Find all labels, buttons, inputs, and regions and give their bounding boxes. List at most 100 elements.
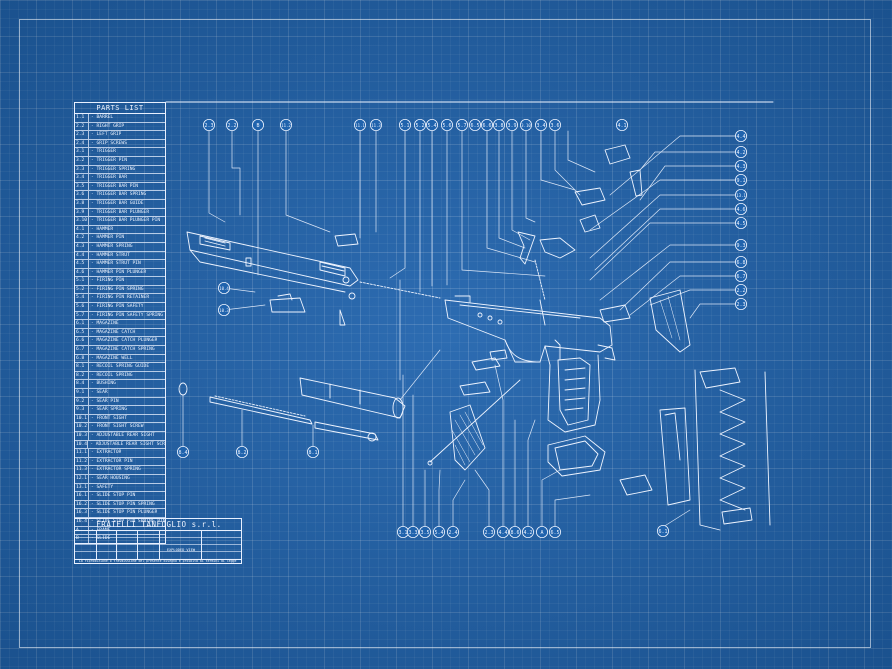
- part-code: 3.5: [75, 182, 89, 191]
- part-description: - MAGAZINE: [91, 321, 119, 327]
- part-code: 10.4: [76, 440, 89, 449]
- part-description: - ADJUSTABLE REAR SIGHT SCREW: [90, 441, 165, 447]
- callout-bubble: 8.2: [235, 445, 248, 458]
- part-code: 6.6: [75, 337, 89, 346]
- part-description: - HAMMER STRUT PIN: [91, 261, 141, 267]
- callout-label: 3.10: [521, 123, 531, 128]
- part-code: 3.10: [76, 217, 89, 225]
- part-description: - TRIGGER BAR PIN: [91, 183, 139, 189]
- callout-label: 4.2: [523, 530, 532, 536]
- parts-list-row: 3.10- TRIGGER BAR PLUNGER PIN: [75, 217, 165, 226]
- parts-list-row: 5.1- FIRING PIN: [75, 277, 165, 286]
- part-code: 8.4: [75, 380, 89, 388]
- callout-label: 4.6: [736, 207, 745, 213]
- callout-label: 6.6: [482, 123, 491, 129]
- part-code: 4.5: [75, 260, 89, 268]
- part-code: 4.1: [75, 225, 89, 234]
- callout-label: 9.3: [736, 243, 745, 249]
- part-code: 6.5: [75, 328, 89, 337]
- callout-label: 10.3: [219, 308, 229, 313]
- parts-list-row: 10.4- ADJUSTABLE REAR SIGHT SCREW: [75, 440, 165, 450]
- part-code: 16.3: [76, 509, 89, 517]
- part-code: 3.3: [75, 165, 89, 174]
- callout-label: 8.4: [178, 450, 187, 456]
- title-block-grid: [75, 530, 241, 560]
- callout-label: 6.1: [658, 529, 667, 535]
- part-description: - GRIP SCREWS: [91, 140, 127, 146]
- callout-bubble: 6.8: [735, 255, 748, 268]
- part-description: - SLIDE STOP PIN PLUNGER: [91, 510, 158, 516]
- callout-bubble: 5.2: [413, 119, 426, 132]
- part-code: 1.1: [75, 114, 89, 122]
- callout-label: A: [540, 530, 543, 536]
- callout-bubble: 5.1: [398, 119, 411, 132]
- callout-bubble: 2.2: [735, 283, 748, 296]
- part-code: 8.2: [75, 371, 89, 380]
- callout-bubble: 4.5: [735, 216, 748, 229]
- callout-label: 5.6: [442, 123, 451, 129]
- callout-label: 5.4: [434, 530, 443, 536]
- callout-label: 2.4: [448, 530, 457, 536]
- parts-list-row: 6.5- MAGAZINE CATCH: [75, 328, 165, 338]
- callout-label: 5.2: [415, 123, 424, 129]
- company-name: FRATELLI TANFOGLIO s.r.l.: [96, 520, 222, 529]
- parts-list-row: 6.1- MAGAZINE: [75, 320, 165, 329]
- part-description: - EXTRACTOR PIN: [91, 458, 133, 464]
- part-code: 5.1: [75, 277, 89, 285]
- view-label: EXPLODED VIEW: [166, 548, 196, 552]
- callout-bubble: 3.9: [505, 119, 518, 132]
- part-code: 3.4: [75, 174, 89, 182]
- callout-label: 4.2: [736, 150, 745, 156]
- part-description: - BARREL: [91, 115, 114, 120]
- part-description: - RECOIL SPRING GUIDE: [91, 364, 150, 370]
- callout-label: 5.4: [427, 123, 436, 129]
- parts-list-row: 4.3- HAMMER SPRING: [75, 242, 165, 252]
- frame-part: [444, 295, 616, 433]
- part-code: 4.6: [75, 268, 89, 277]
- barrel-part: [178, 377, 406, 442]
- callout-label: 3.4: [536, 123, 545, 129]
- parts-list-row: 11.3- EXTRACTOR SPRING: [75, 466, 165, 475]
- part-code: 11.3: [76, 466, 89, 474]
- part-code: 3.2: [75, 156, 89, 165]
- callout-bubble: 10.3: [217, 303, 230, 316]
- part-code: 9.2: [75, 397, 89, 406]
- callout-bubble: 9.1: [735, 173, 748, 186]
- callout-label: 6.7: [736, 274, 745, 280]
- part-description: - SEAR: [91, 390, 108, 395]
- parts-list-row: 4.5- HAMMER STRUT PIN: [75, 260, 165, 269]
- parts-list-row: 8.4- BUSHING: [75, 380, 165, 389]
- part-code: 11.2: [76, 457, 89, 466]
- part-code: 5.7: [75, 311, 89, 320]
- parts-list-row: 2.2- RIGHT GRIP: [75, 122, 165, 132]
- legal-note: La riproduzione o trasmissione del prese…: [79, 559, 237, 563]
- part-description: - RECOIL SPRING: [91, 372, 133, 378]
- parts-list-row: 1.1- BARREL: [75, 114, 165, 123]
- callout-bubble: 5.7: [455, 119, 468, 132]
- callout-bubble: 4.2: [735, 145, 748, 158]
- parts-list-row: 6.8- MAGAZINE WELL: [75, 354, 165, 364]
- callout-bubble: 2.3: [735, 297, 748, 310]
- callout-label: 3.9: [507, 123, 516, 129]
- callout-bubble: 3.1: [396, 526, 409, 539]
- parts-list-row: 8.1- RECOIL SPRING GUIDE: [75, 363, 165, 372]
- parts-list-row: 16.4- SLIDE STOP PIN SPRING PIN: [75, 517, 165, 527]
- callout-bubble: 2.4: [446, 526, 459, 539]
- part-code: 16.2: [76, 500, 89, 509]
- callout-bubble: 4.6: [735, 202, 748, 215]
- part-description: - MAGAZINE WELL: [91, 355, 133, 361]
- callout-bubble: 11.3: [369, 119, 382, 132]
- parts-list-row: 3.1- TRIGGER: [75, 148, 165, 157]
- part-description: - HAMMER STRUT: [91, 252, 130, 258]
- parts-list-row: 4.6- HAMMER PIN PLUNGER: [75, 268, 165, 278]
- callout-label: 4.5: [736, 221, 745, 227]
- part-description: - SAFETY: [91, 484, 114, 490]
- callout-bubble: 6.6: [480, 119, 493, 132]
- part-description: - LEFT GRIP: [91, 132, 122, 138]
- parts-list-row: 3.3- TRIGGER SPRING: [75, 165, 165, 175]
- callout-bubble: 6.7: [735, 269, 748, 282]
- part-description: - SLIDE STOP PIN SPRING PIN: [90, 518, 165, 524]
- part-code: 5.6: [75, 303, 89, 311]
- callout-bubble: 4.1: [616, 119, 629, 132]
